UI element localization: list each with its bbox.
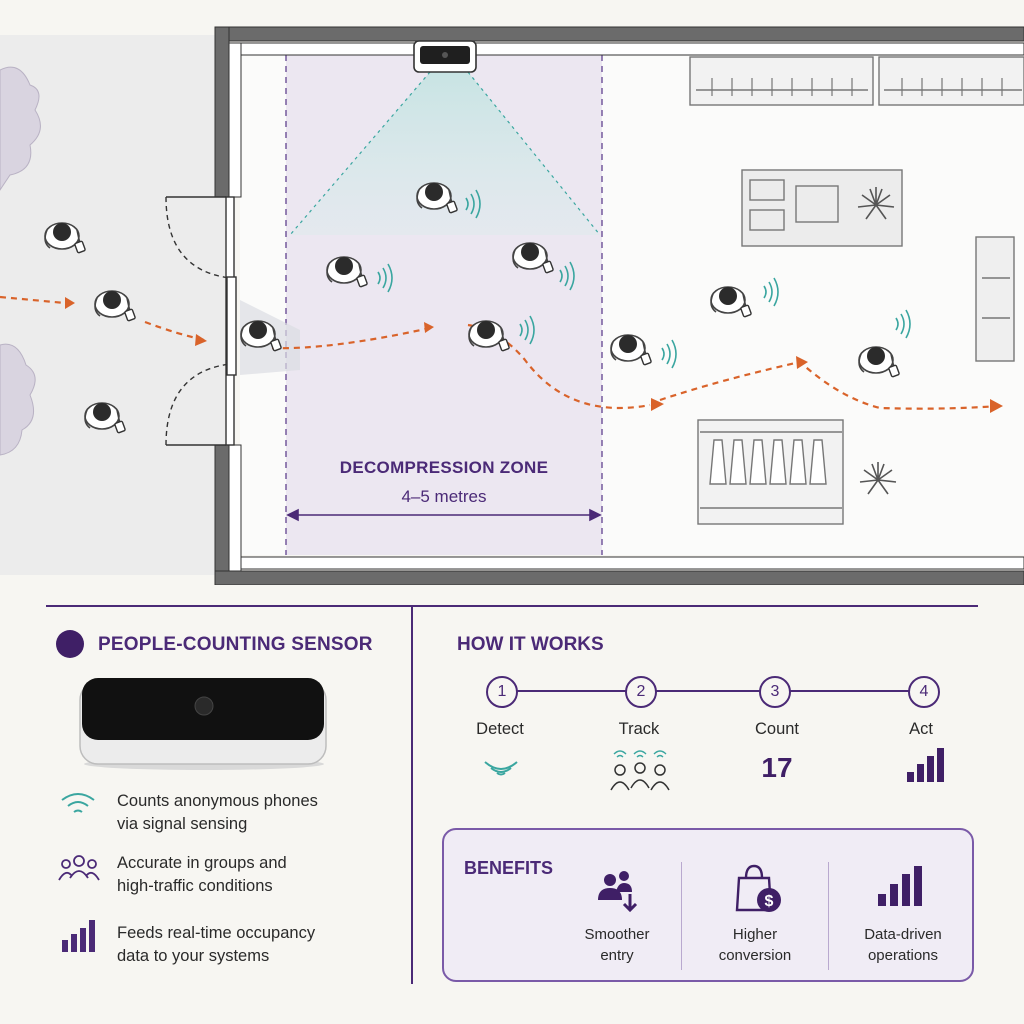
benefit-label: Higher conversion [680, 924, 830, 966]
benefit-label: Smoother entry [542, 924, 692, 966]
benefit-text-line: Higher [732, 926, 778, 943]
benefit-text-line: Smoother [584, 926, 650, 943]
feature-text-line: Accurate in groups and [117, 854, 287, 872]
how-it-works-title: HOW IT WORKS [457, 634, 604, 655]
feature-item: Accurate in groups and high-traffic cond… [117, 852, 397, 898]
zone-title: DECOMPRESSION ZONE [339, 458, 549, 477]
sensor-field-of-view [290, 72, 600, 235]
section-divider [46, 605, 978, 607]
count-value: 17 [761, 752, 793, 783]
feature-text-line: data to your systems [117, 947, 270, 965]
tree-icon [0, 66, 41, 456]
clothing-rack [697, 419, 844, 525]
path-arrowheads [65, 297, 1003, 413]
step-label-act: Act [909, 720, 933, 738]
shopping-bag-dollar-icon: $ [735, 864, 781, 912]
sensor-bullet-icon [56, 630, 84, 658]
step-label-detect: Detect [476, 720, 524, 738]
feature-text-line: Counts anonymous phones [117, 792, 318, 810]
step-number: 1 [486, 676, 518, 708]
step-number: 4 [908, 676, 940, 708]
zone-width-label: 4–5 metres [401, 487, 487, 506]
store-floor-plan [0, 26, 1024, 585]
people-entry-icon [598, 871, 638, 913]
benefit-text-line: operations [867, 947, 939, 964]
people-group-icon [58, 855, 100, 881]
feature-item: Feeds real-time occupancy data to your s… [117, 922, 397, 968]
customer-path [0, 295, 1001, 410]
feature-text-line: Feeds real-time occupancy [117, 924, 316, 942]
benefit-text-line: entry [600, 947, 634, 964]
feature-item: Counts anonymous phones via signal sensi… [117, 790, 397, 836]
display-table [741, 169, 903, 247]
wifi-signal-icon [61, 793, 95, 813]
sensor-panel-title: PEOPLE-COUNTING SENSOR [98, 634, 373, 655]
people-signal-icon [610, 750, 670, 791]
steps-connector [502, 690, 924, 692]
column-divider [411, 607, 413, 984]
bar-chart-icon [878, 866, 922, 906]
store-walls [214, 26, 1024, 585]
zone-dimension-arrow [286, 508, 602, 522]
benefit-divider [828, 862, 829, 970]
benefit-label: Data-driven operations [828, 924, 978, 966]
benefit-text-line: conversion [718, 947, 792, 964]
side-shelf [975, 236, 1015, 362]
bar-chart-icon [62, 920, 95, 952]
step-label-track: Track [618, 720, 660, 738]
step-label-count: Count [754, 720, 800, 738]
benefit-text-line: Data-driven [864, 926, 942, 943]
step-number: 3 [759, 676, 791, 708]
svg-text:$: $ [765, 893, 774, 910]
feature-text-line: via signal sensing [117, 815, 248, 833]
entrance-doors [165, 196, 237, 446]
benefit-divider [681, 862, 682, 970]
feature-text-line: high-traffic conditions [117, 877, 273, 895]
bar-chart-icon [907, 748, 944, 782]
ceiling-sensor-icon [413, 40, 477, 73]
step-number: 2 [625, 676, 657, 708]
wall-shelving [689, 56, 1024, 106]
sensor-device-icon [79, 678, 327, 770]
wifi-signal-icon [484, 761, 518, 776]
benefits-title: BENEFITS [464, 858, 554, 878]
